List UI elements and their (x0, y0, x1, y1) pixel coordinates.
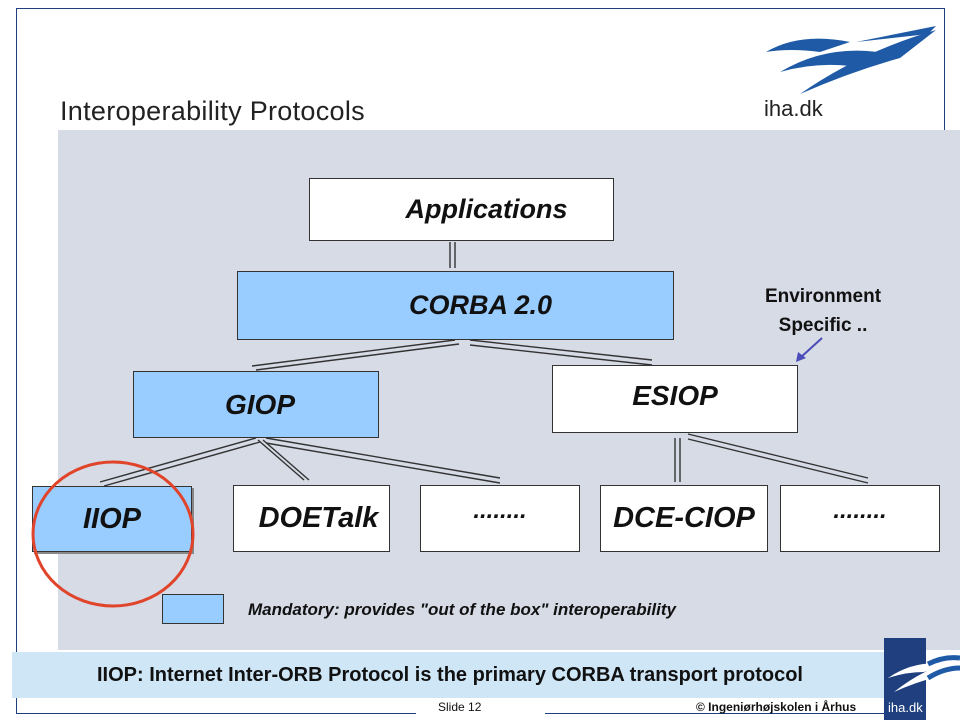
legend-text: Mandatory: provides "out of the box" int… (248, 600, 676, 619)
copyright-text: © Ingeniørhøjskolen i Århus (696, 700, 857, 714)
node-iiop: IIOP (32, 486, 192, 552)
node-giop: GIOP (133, 371, 379, 438)
node-corba: CORBA 2.0 (237, 271, 674, 340)
node-esiop-more: ........ (780, 485, 940, 552)
iiop-definition-banner: IIOP: Internet Inter-ORB Protocol is the… (12, 652, 888, 698)
node-giop-more: ........ (420, 485, 580, 552)
slide-title: Interoperability Protocols (60, 96, 365, 126)
svg-text:iha.dk: iha.dk (888, 700, 923, 715)
node-doetalk: DOETalk (233, 485, 390, 552)
iha-logo-icon (766, 26, 936, 94)
slide-frame-right (944, 8, 945, 130)
legend-swatch (162, 594, 224, 624)
environment-specific-note: Environment Specific .. (736, 282, 910, 340)
slide-frame-top (16, 8, 944, 9)
logo-text: iha.dk (764, 96, 823, 121)
footer-line-left (16, 713, 416, 714)
node-esiop: ESIOP (552, 365, 798, 433)
iha-corner-logo-icon: iha.dk (884, 638, 960, 720)
environment-note-line2: Specific .. (778, 315, 868, 336)
footer-line-right (545, 713, 884, 714)
environment-note-line1: Environment (764, 286, 882, 307)
slide-frame-left (16, 8, 17, 714)
slide-number: Slide 12 (438, 700, 482, 714)
node-applications: Applications (309, 178, 614, 241)
node-dce-ciop: DCE-CIOP (600, 485, 768, 552)
